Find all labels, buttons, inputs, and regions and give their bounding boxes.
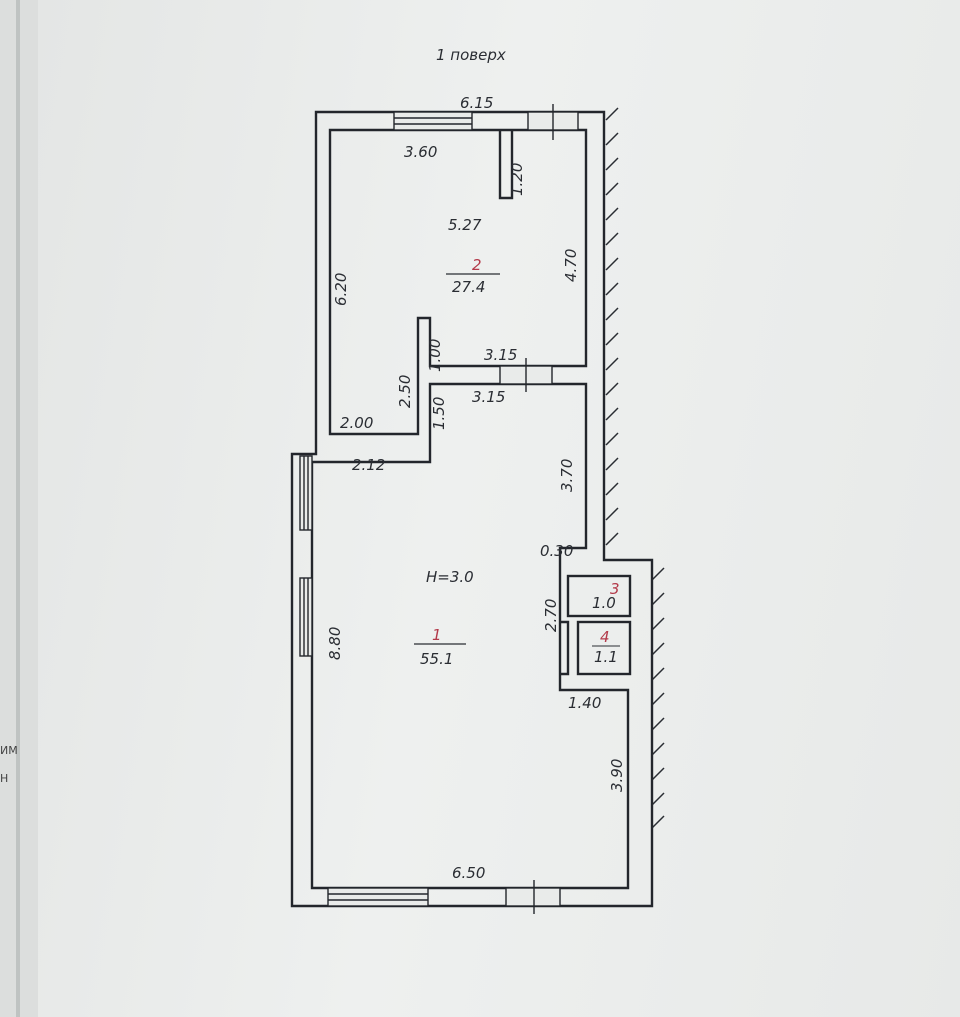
dim-partition-vertical: 1.00: [426, 339, 444, 372]
room-4-label: 4 1.1: [592, 628, 620, 666]
room1-inner-wall: [310, 382, 630, 890]
room-3-number: 3: [610, 580, 620, 598]
room-3-label: 3 1.0: [592, 580, 620, 612]
room-1-area: 55.1: [420, 650, 453, 668]
room-1-label: 1 55.1: [414, 626, 466, 668]
room2-inner-wall: [328, 128, 588, 436]
left-window-1: [299, 455, 313, 531]
closet-4-wall: [576, 620, 632, 676]
room-2-area: 27.4: [452, 278, 485, 296]
dim-step-bottom: 2.00: [340, 414, 373, 432]
edge-text-2: Н: [0, 772, 9, 785]
bottom-door: [505, 887, 561, 907]
dim-room1-left: 8.80: [326, 627, 344, 660]
dim-offset: 0.30: [540, 542, 573, 560]
room-4-area: 1.1: [594, 648, 618, 666]
dim-top-outer: 6.15: [460, 94, 493, 112]
dim-room1-right-lower: 3.90: [608, 759, 626, 792]
bottom-window: [327, 887, 429, 907]
top-window: [393, 111, 473, 131]
dim-step-side: 1.50: [430, 397, 448, 430]
dim-height: Н=3.0: [426, 568, 474, 586]
room-1-number: 1: [432, 626, 442, 644]
short-partition: [498, 130, 514, 200]
room-2-label: 2 27.4: [446, 256, 500, 296]
dimension-labels: 6.15 3.60 5.27 3.15 3.15 2.00 2.12 0.30 …: [326, 94, 626, 882]
dim-room1-right-upper: 3.70: [558, 459, 576, 492]
closet-3-wall: [566, 574, 632, 618]
dim-closet-height: 2.70: [542, 599, 560, 632]
room-3-area: 1.0: [592, 594, 616, 612]
dim-top-window: 3.60: [404, 143, 437, 161]
dim-room2-bottom: 3.15: [484, 346, 517, 364]
outer-wall: [290, 110, 654, 908]
dim-left-step: 2.50: [396, 375, 414, 408]
dim-room2-width: 5.27: [448, 216, 482, 234]
page-binding: ИМ Н: [0, 0, 39, 1017]
walls: [290, 110, 654, 908]
floor-title: 1 поверх: [436, 46, 506, 64]
dim-room2-right: 4.70: [562, 249, 580, 282]
exterior-hatching: [605, 107, 665, 829]
dim-room1-step: 2.12: [352, 456, 385, 474]
dim-closet-bottom: 1.40: [568, 694, 601, 712]
dim-room1-top: 3.15: [472, 388, 505, 406]
left-window-2: [299, 577, 313, 657]
edge-text-1: ИМ: [0, 744, 18, 757]
dim-bottom-outer: 6.50: [452, 864, 485, 882]
dim-partition-short: 1.20: [508, 163, 526, 196]
binding-rule: [16, 0, 20, 1017]
openings: [299, 104, 579, 914]
dim-room2-left: 6.20: [332, 273, 350, 306]
closet-divider: [560, 620, 570, 676]
room-2-number: 2: [472, 256, 482, 274]
room-4-number: 4: [600, 628, 610, 646]
